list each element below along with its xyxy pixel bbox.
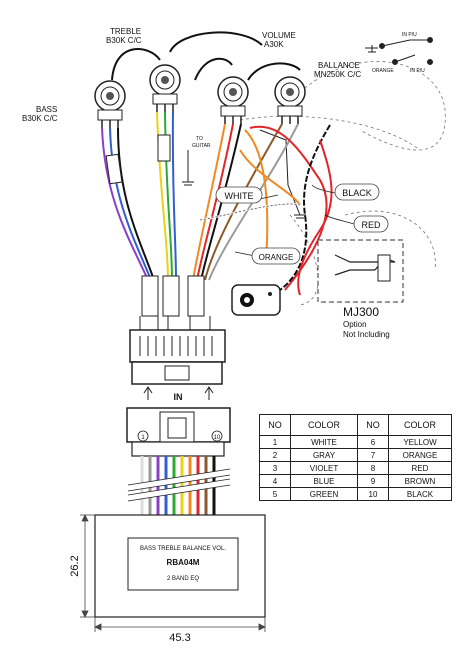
to-guitar-line2: GUITAR [192,143,211,149]
module-board [94,514,266,618]
cable-break-marks [127,469,231,501]
ground-symbol [182,129,306,219]
treble-label-line1: TREBLE [110,27,141,36]
wire-label-white-text: WHITE [225,191,254,201]
to-guitar-line1: TO [196,136,203,142]
wire-label-red-text: RED [361,220,381,230]
pin-number: 10 [357,487,389,501]
module-model: RBA04M [167,558,200,567]
pin-number: 2 [259,448,291,462]
pin-color: BLUE [290,474,358,488]
pin-color: BROWN [388,474,452,488]
pin-number: 9 [357,474,389,488]
volume-label-line1: VOLUME [262,31,296,40]
header-color-1: COLOR [290,414,358,436]
volume-pot [217,76,249,125]
volume-label-line2: A30K [264,40,284,49]
in-arrows [143,386,214,400]
jack-wires [199,124,333,296]
switch-in-pu-top: IN P/U [402,32,417,38]
module-subtitle: 2 BAND EQ [167,576,199,582]
top-connector [129,316,226,385]
table-row: 5 GREEN 10 BLACK [259,487,452,501]
table-header-row: NO COLOR NO COLOR [259,414,452,436]
pin-color: GRAY [290,448,358,462]
bass-pot [94,80,126,129]
jack-name: MJ300 [343,305,379,319]
in-label: IN [174,392,183,402]
table-row: 3 VIOLET 8 RED [259,461,452,475]
wire-bundle-top [101,111,299,281]
pin-number: 4 [259,474,291,488]
pin-10-label: 10 [214,435,221,441]
dim-width-label: 45.3 [169,632,190,644]
pin-number: 6 [357,435,389,449]
balance-pot [274,76,306,125]
black-loop-wires [111,31,301,81]
mj300-jack [317,239,404,303]
jack-note-option: Option [343,320,367,329]
wire-label-black-text: BLACK [342,188,372,198]
pin-color: GREEN [290,487,358,501]
pin-color: YELLOW [388,435,452,449]
table-row: 4 BLUE 9 BROWN [259,474,452,488]
balance-label-line2: MN250K C/C [314,70,361,79]
switch-in-pu-bottom: IN P/U [410,68,425,74]
pin-number: 7 [357,448,389,462]
wire-label-orange: ORANGE [251,247,301,265]
bottom-connector [126,407,231,457]
table-row: 2 GRAY 7 ORANGE [259,448,452,462]
header-no-1: NO [259,414,291,436]
pin-color-table: NO COLOR NO COLOR 1 WHITE 6 YELLOW 2 GRA… [259,414,452,501]
pin-color: BLACK [388,487,452,501]
pin-color: ORANGE [388,448,452,462]
wire-label-white: WHITE [215,186,263,204]
cable-break-lines [127,468,231,502]
jack-note-not-including: Not Including [343,330,390,339]
wire-label-red: RED [353,215,389,233]
heat-shrink-tubes [105,134,205,317]
wire-label-black: BLACK [334,183,380,201]
pin-number: 3 [259,461,291,475]
table-row: 1 WHITE 6 YELLOW [259,435,452,449]
dimension-lines [80,514,266,632]
balance-label-line1: BALLANCE [318,61,360,70]
dim-height-label: 26.2 [69,555,81,576]
pin-color: VIOLET [290,461,358,475]
dashed-jack-wires [239,61,446,306]
pin-number: 8 [357,461,389,475]
pin-color: WHITE [290,435,358,449]
pin-1-label: 1 [141,435,145,441]
pin-number: 1 [259,435,291,449]
treble-label-line2: B30K C/C [106,36,142,45]
bass-label-line2: B30K C/C [22,114,58,123]
output-plug-icon [231,284,281,316]
treble-pot [149,64,181,113]
bass-label-line1: BASS [36,105,57,114]
switch-icon [365,37,433,65]
wire-label-orange-text: ORANGE [259,253,294,262]
header-no-2: NO [357,414,389,436]
pin-number: 5 [259,487,291,501]
pin-color: RED [388,461,452,475]
header-color-2: COLOR [388,414,452,436]
module-title: BASS TREBLE BALANCE VOL. [140,546,226,552]
switch-orange: ORANGE [372,68,394,74]
